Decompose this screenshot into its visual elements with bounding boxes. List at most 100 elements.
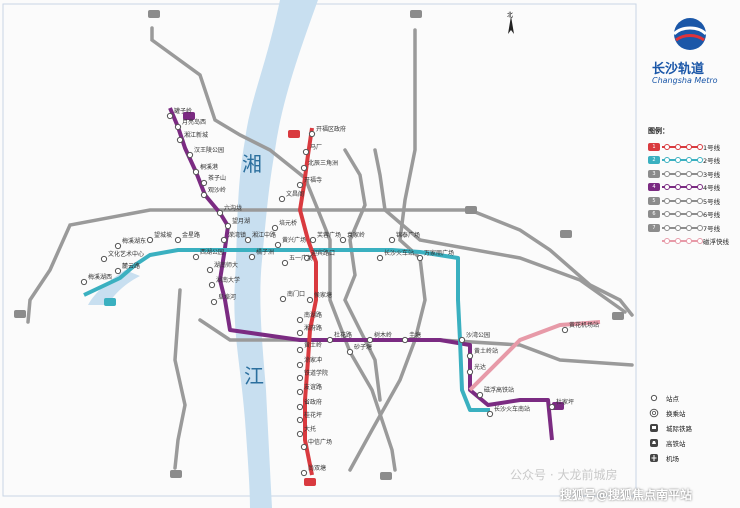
station-marker (296, 329, 304, 337)
line-grey-west-path (173, 288, 187, 470)
station-label: 马厂 (310, 144, 323, 151)
station-marker (210, 298, 218, 306)
station-marker (300, 469, 308, 477)
station-label: 杜家坪 (556, 399, 575, 406)
station-marker (248, 253, 256, 261)
line-6-badge-west (14, 310, 26, 318)
river-char-jiang: 江 (244, 364, 264, 388)
station-marker (100, 255, 108, 263)
station-label: 开福区政府 (316, 126, 347, 133)
legend-line-label: 2号线 (703, 157, 721, 166)
station-label: 黄兴广场 (282, 237, 307, 244)
station-label: 开福寺 (304, 177, 323, 184)
station-marker (296, 361, 304, 369)
station-marker (166, 112, 174, 120)
maglev-path (468, 320, 601, 392)
station-label: 长沙火车南站 (494, 406, 531, 413)
station-marker (281, 259, 289, 267)
station-label: 大托 (304, 426, 317, 433)
line-5-badge-north (410, 10, 422, 18)
station-marker (476, 391, 484, 399)
station-label: 梅溪湖东 (122, 238, 147, 245)
station-label: 桐溪港 (200, 164, 219, 171)
station-marker (486, 410, 494, 418)
legend-symbol-row: 换乘站 (648, 405, 740, 420)
station-label: 六沟垅 (224, 205, 243, 212)
station-marker (346, 348, 354, 356)
legend-line-label: 磁浮快线 (703, 238, 729, 247)
station-marker (366, 336, 374, 344)
station-marker (309, 236, 317, 244)
station-marker (200, 191, 208, 199)
legend-line-swatch (662, 238, 703, 245)
station-marker (416, 254, 424, 262)
station-label: 文化艺术中心 (108, 251, 145, 258)
station-dot-icon (648, 393, 660, 403)
line-2-badge (104, 298, 116, 306)
legend-symbol-row: 机场 (648, 450, 740, 465)
station-label: 北辰三角洲 (308, 160, 339, 167)
station-marker (302, 148, 310, 156)
station-label: 铁道学院 (304, 370, 329, 377)
station-label: 迎宾路口 (311, 250, 336, 257)
high-speed-rail-icon (648, 438, 660, 448)
brand-name-en: Changsha Metro (652, 76, 718, 85)
station-marker (244, 236, 252, 244)
station-marker (401, 336, 409, 344)
station-marker (466, 368, 474, 376)
legend-line-badge (648, 237, 660, 245)
legend-line-row: 磁浮快线 (648, 235, 740, 249)
legend-symbol-label: 城际铁路 (666, 424, 692, 433)
station-label: 万家丽广场 (424, 250, 455, 257)
station-marker (306, 296, 314, 304)
station-label: 桂花坪 (304, 412, 323, 419)
line-6-path (26, 208, 634, 324)
station-label: 汉王陵公园 (194, 147, 225, 154)
station-label: 湖南师大 (214, 262, 239, 269)
legend-symbol-label: 站点 (666, 394, 679, 403)
station-label: 金星路 (182, 232, 201, 239)
legend-line-swatch (662, 184, 703, 191)
station-marker (216, 209, 224, 217)
station-marker (279, 295, 287, 303)
line-4-path (168, 107, 554, 441)
station-label: 罐子岭 (174, 108, 193, 115)
station-marker (114, 267, 122, 275)
station-label: 溁湾镇 (228, 232, 247, 239)
station-label: 西湖公园 (200, 249, 225, 256)
line-6-badge-east (612, 312, 624, 320)
station-label: 沙湾公园 (466, 332, 491, 339)
station-marker (466, 352, 474, 360)
station-marker (296, 346, 304, 354)
station-label: 湘江中路 (252, 232, 277, 239)
station-label: 橘子洲 (256, 249, 275, 256)
station-marker (296, 416, 304, 424)
station-marker (296, 388, 304, 396)
legend-line-label: 1号线 (703, 143, 721, 152)
legend-line-badge: 6 (648, 210, 660, 219)
station-label: 南门口 (287, 291, 306, 298)
line-5-path (348, 28, 427, 472)
xiang-river (234, 0, 318, 508)
station-label: 侯家塘 (314, 292, 333, 299)
intercity-rail-icon (648, 423, 660, 433)
legend-line-swatch (662, 170, 703, 177)
station-marker (296, 374, 304, 382)
station-label: 月亮岛西 (182, 119, 207, 126)
legend-line-swatch (662, 211, 703, 218)
brand-name: 长沙轨道 (652, 62, 705, 77)
station-marker (278, 195, 286, 203)
station-label: 望城坡 (154, 232, 173, 239)
legend-line-swatch (662, 197, 703, 204)
station-label: 茶子山 (208, 175, 227, 182)
legend-line-swatch (662, 157, 703, 164)
grey-lines (26, 26, 634, 472)
station-label: 望月湖 (232, 218, 251, 225)
transfer-station-icon (648, 408, 660, 418)
legend-symbol-row: 城际铁路 (648, 420, 740, 435)
